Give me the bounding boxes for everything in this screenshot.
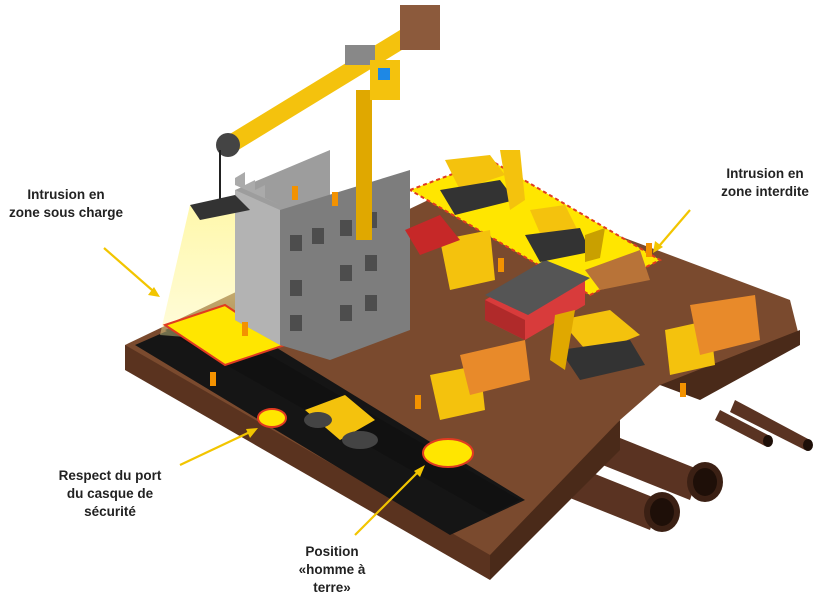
label-line: «homme à	[298, 562, 366, 577]
excavator-icon	[440, 150, 645, 380]
label-homme-a-terre: Position «homme à terre»	[280, 543, 384, 597]
dump-truck-icon	[405, 215, 760, 420]
label-line: sécurité	[84, 504, 136, 519]
label-zone-sous-charge: Intrusion en zone sous charge	[6, 186, 126, 222]
label-port-casque: Respect du port du casque de sécurité	[40, 467, 180, 521]
callout-arrows	[103, 209, 691, 536]
site-cabin-icon	[485, 260, 590, 340]
label-line: Intrusion en	[27, 187, 105, 202]
crane-icon	[190, 5, 440, 240]
label-line: zone sous charge	[8, 205, 124, 220]
label-line: du casque de	[66, 486, 154, 501]
label-line: zone interdite	[721, 184, 809, 199]
label-line: Position	[305, 544, 359, 559]
bulldozer-icon	[525, 205, 650, 290]
building-icon	[235, 150, 410, 360]
label-line: terre»	[313, 580, 351, 595]
road-roller-icon	[304, 395, 378, 449]
label-line: Intrusion en	[726, 166, 804, 181]
label-line: Respect du port	[58, 468, 162, 483]
hazard-highlight	[257, 408, 474, 468]
worker-icon	[210, 186, 686, 409]
label-zone-interdite: Intrusion en zone interdite	[700, 165, 830, 201]
